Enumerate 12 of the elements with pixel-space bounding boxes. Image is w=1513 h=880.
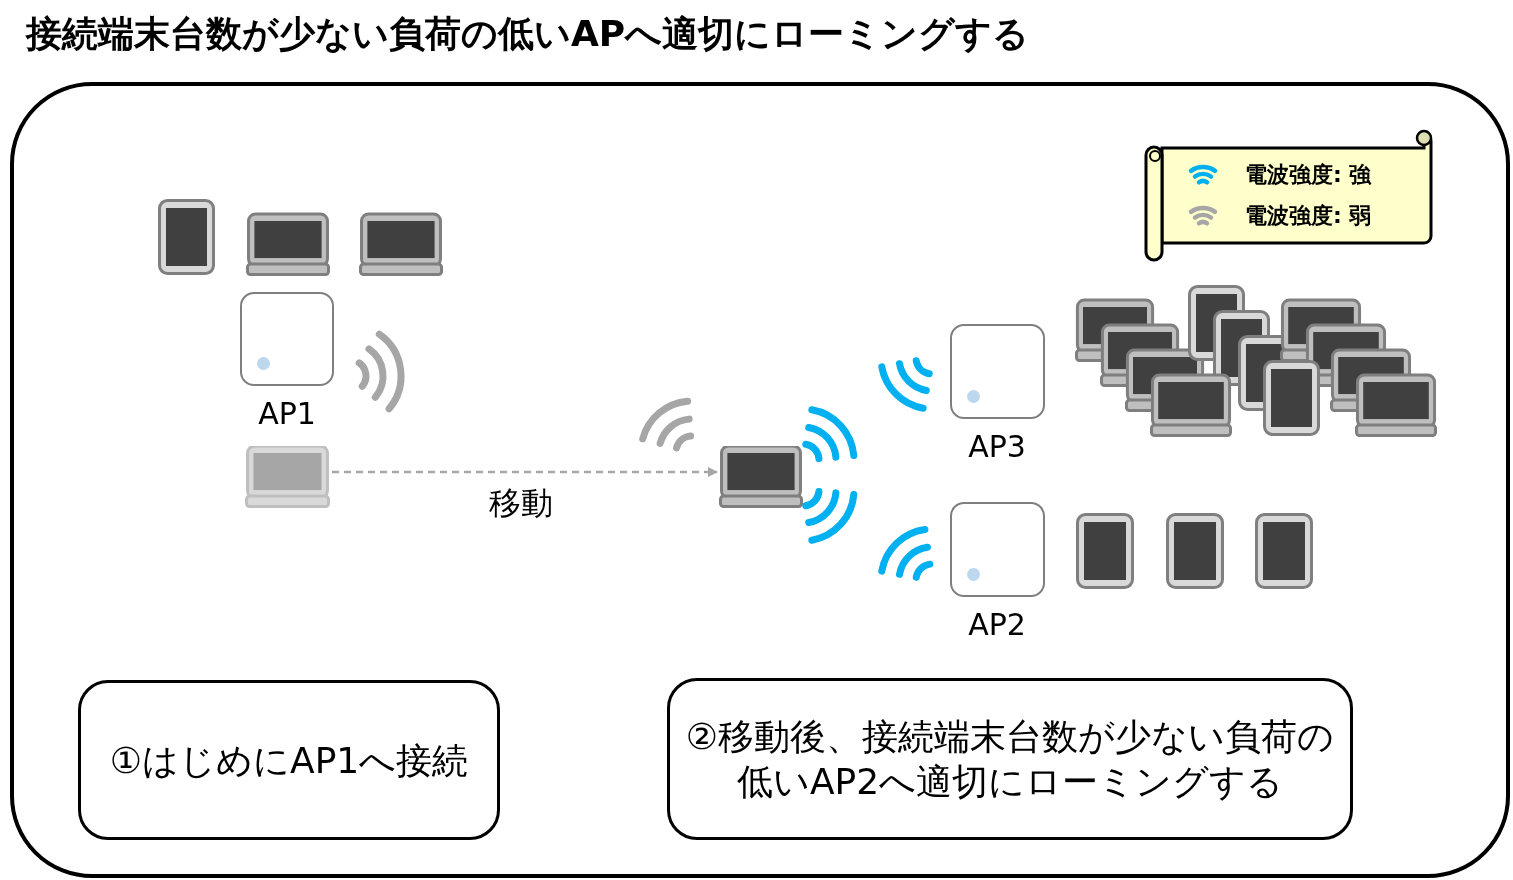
ap-label: AP1 — [257, 396, 317, 431]
legend-label: 電波強度: 強 — [1245, 161, 1372, 189]
text-box: ②移動後、接続端末台数が少ない負荷の低いAP2へ適切にローミングする — [667, 678, 1353, 840]
title: 接続端末台数が少ない負荷の低いAPへ適切にローミングする — [26, 12, 1030, 56]
text-box: ①はじめにAP1へ接続 — [78, 680, 500, 840]
legend-label: 電波強度: 弱 — [1245, 202, 1372, 230]
faded-laptop-icon — [245, 446, 330, 508]
laptop-icon — [719, 446, 803, 508]
frame — [10, 82, 1510, 878]
move-arrow — [332, 467, 718, 478]
ap-label: AP2 — [967, 607, 1027, 642]
ap-label: AP3 — [967, 429, 1027, 464]
